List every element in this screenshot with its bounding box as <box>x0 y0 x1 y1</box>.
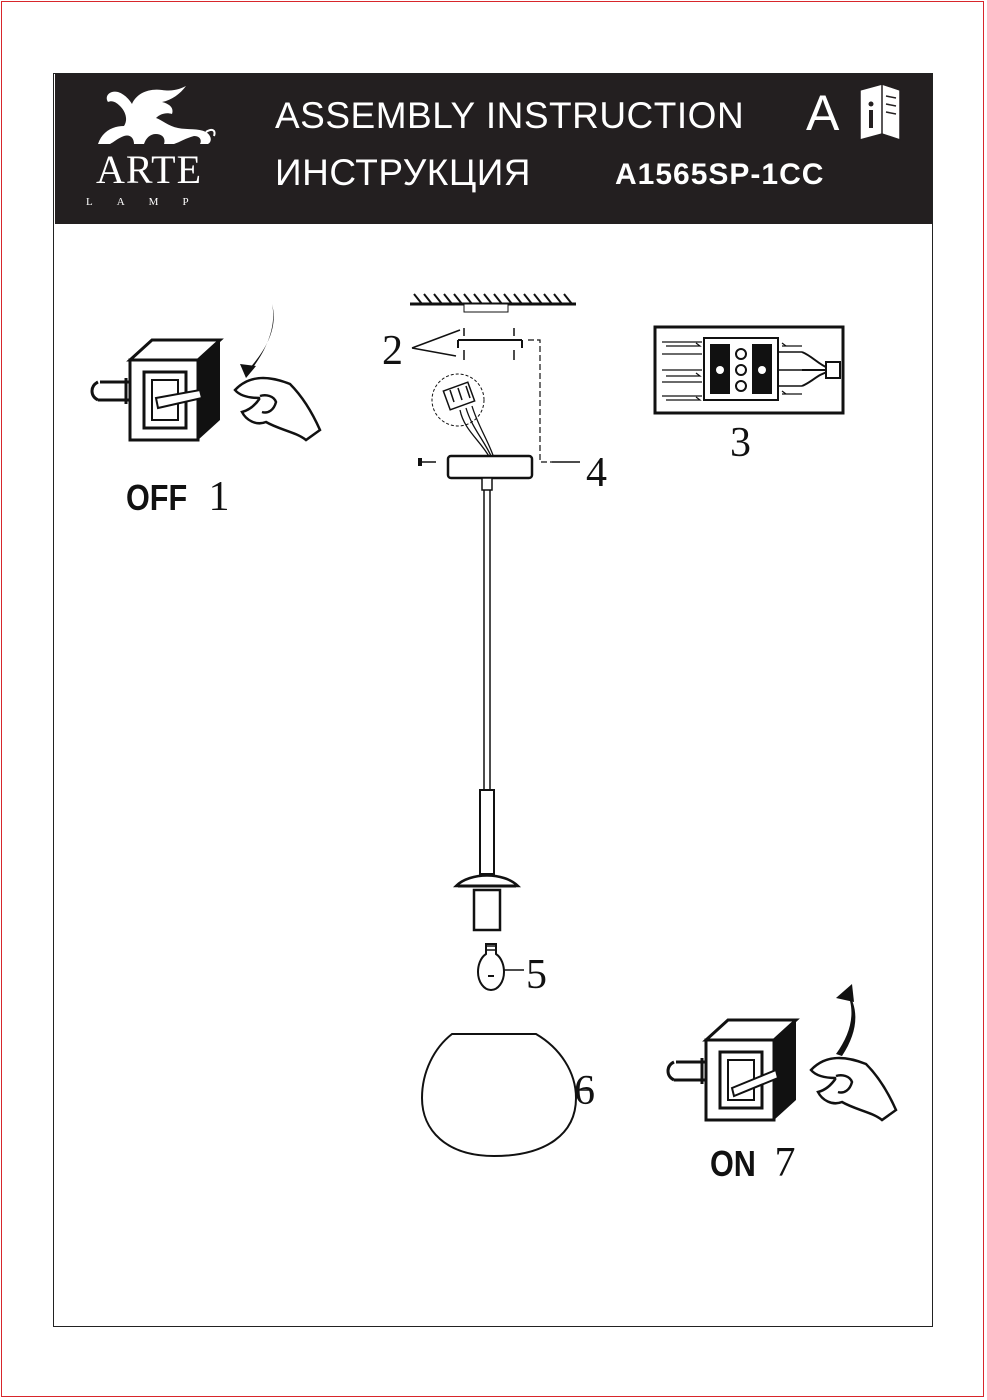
off-state-text: OFF <box>126 477 188 518</box>
brand-subtitle: LAMP <box>86 196 213 208</box>
instruction-frame <box>53 73 933 1327</box>
terminal-block-illustration <box>653 325 845 415</box>
info-book-icon <box>859 83 901 142</box>
on-state-text: ON <box>710 1143 756 1184</box>
title-english: ASSEMBLY INSTRUCTION <box>275 95 745 136</box>
step-7-number: 7 <box>774 1140 796 1186</box>
step-3-number: 3 <box>730 420 751 466</box>
step-7-label: ON 7 <box>710 1142 796 1184</box>
title-russian: ИНСТРУКЦИЯ <box>275 152 532 193</box>
step-1-label: OFF 1 <box>126 476 229 518</box>
step-2-number: 2 <box>382 328 403 374</box>
model-number: A1565SP-1CC <box>615 158 825 191</box>
brand-name: ARTE <box>95 147 203 192</box>
switch-on-illustration <box>666 984 898 1122</box>
language-letter: A <box>806 85 840 141</box>
step-5-number: 5 <box>526 952 547 998</box>
header-bar <box>55 74 932 224</box>
pendant-assembly-illustration <box>410 293 580 992</box>
lion-logo-icon <box>98 86 216 144</box>
step-6-number: 6 <box>574 1068 595 1114</box>
switch-off-illustration <box>90 304 322 442</box>
glass-shade-illustration <box>420 1033 592 1158</box>
step-1-number: 1 <box>208 474 230 520</box>
step-4-number: 4 <box>586 450 607 496</box>
